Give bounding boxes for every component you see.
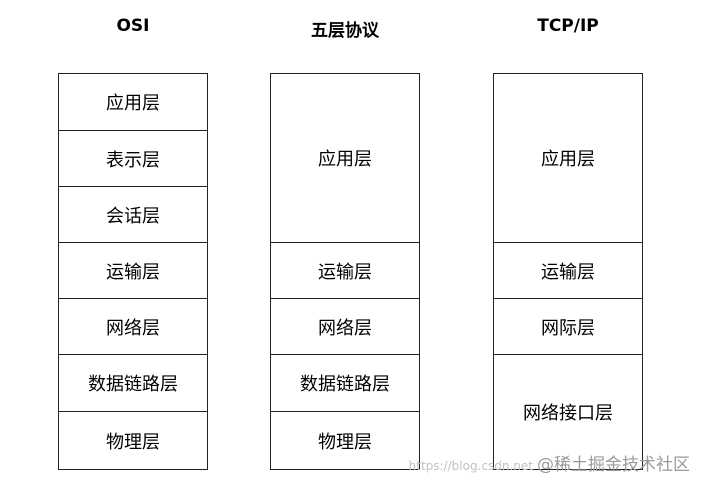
osi-network-layer: 网络层 xyxy=(59,299,207,355)
osi-data-link-layer: 数据链路层 xyxy=(59,355,207,412)
osi-application-layer: 应用层 xyxy=(59,74,207,131)
five-network-layer: 网络层 xyxy=(271,299,419,355)
tcpip-application-layer: 应用层 xyxy=(494,74,642,243)
five-data-link-layer: 数据链路层 xyxy=(271,355,419,412)
watermark-text: @稀土掘金技术社区 xyxy=(537,455,690,475)
five-application-layer: 应用层 xyxy=(271,74,419,243)
tcpip-stack: 应用层 运输层 网际层 网络接口层 xyxy=(493,73,643,470)
watermark: https://blog.csdn.net @稀土掘金技术社区 xyxy=(409,450,690,475)
watermark-url: https://blog.csdn.net xyxy=(408,459,533,473)
osi-presentation-layer: 表示层 xyxy=(59,131,207,187)
tcpip-internet-layer: 网际层 xyxy=(494,299,642,355)
tcpip-transport-layer: 运输层 xyxy=(494,243,642,299)
osi-physical-layer: 物理层 xyxy=(106,431,160,453)
osi-session-layer: 会话层 xyxy=(59,187,207,243)
five-layer-title: 五层协议 xyxy=(311,21,379,41)
osi-stack: 应用层 表示层 会话层 运输层 网络层 数据链路层 物理层 xyxy=(58,73,208,470)
osi-title: OSI xyxy=(116,16,150,36)
five-physical-layer: 物理层 xyxy=(318,431,372,453)
tcpip-network-interface-layer: 网络接口层 xyxy=(523,403,613,424)
tcpip-title: TCP/IP xyxy=(537,16,599,36)
five-transport-layer: 运输层 xyxy=(271,243,419,299)
osi-transport-layer: 运输层 xyxy=(59,243,207,299)
five-layer-stack: 应用层 运输层 网络层 数据链路层 物理层 xyxy=(270,73,420,470)
